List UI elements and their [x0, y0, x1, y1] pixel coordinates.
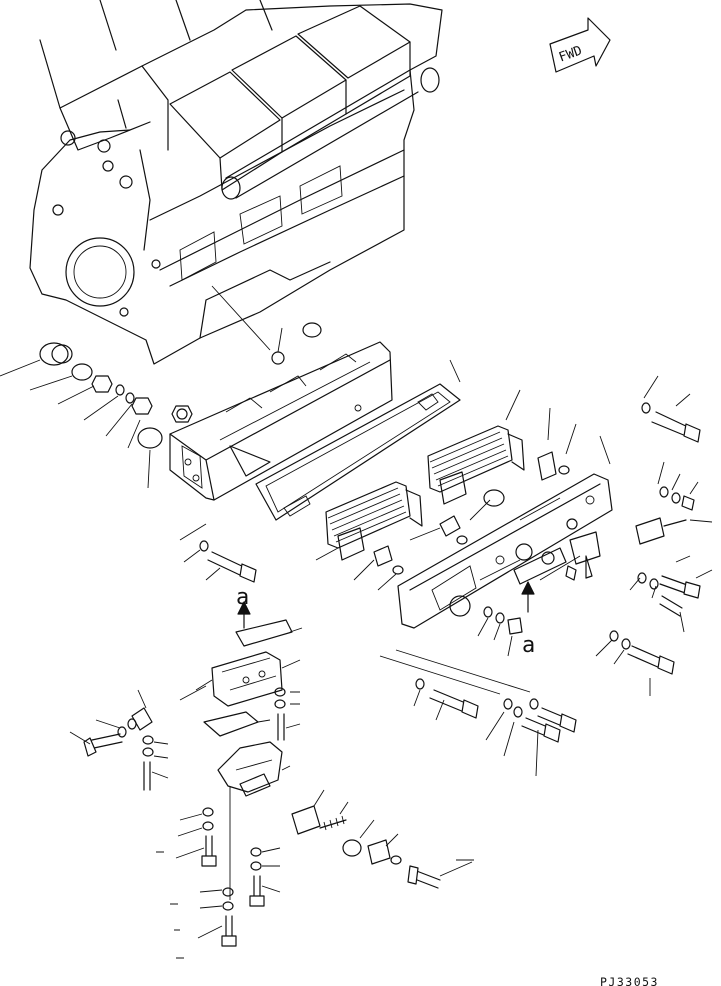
oil-cooler-cover: [397, 435, 613, 629]
bolts-lower: [379, 649, 577, 777]
view-marker-a-left: a: [236, 585, 251, 629]
bolts-right: [595, 375, 713, 696]
engine-block: [29, 0, 443, 365]
left-fittings: [0, 342, 193, 489]
view-marker-a-right: a: [521, 581, 535, 658]
relief-valve-parts: [291, 789, 474, 889]
oil-cooler-case: [169, 341, 393, 501]
fwd-direction-arrow: FWD: [549, 17, 611, 73]
view-marker-letter: a: [522, 633, 535, 658]
view-marker-letter: a: [236, 585, 249, 610]
cooler-element-upper: [427, 389, 525, 505]
gasket: [255, 359, 461, 521]
drawing-code: PJ33053: [600, 975, 659, 986]
valve-assembly: [69, 619, 303, 900]
bolts-bottom: [156, 807, 281, 959]
cooler-element-lower: [315, 481, 423, 561]
